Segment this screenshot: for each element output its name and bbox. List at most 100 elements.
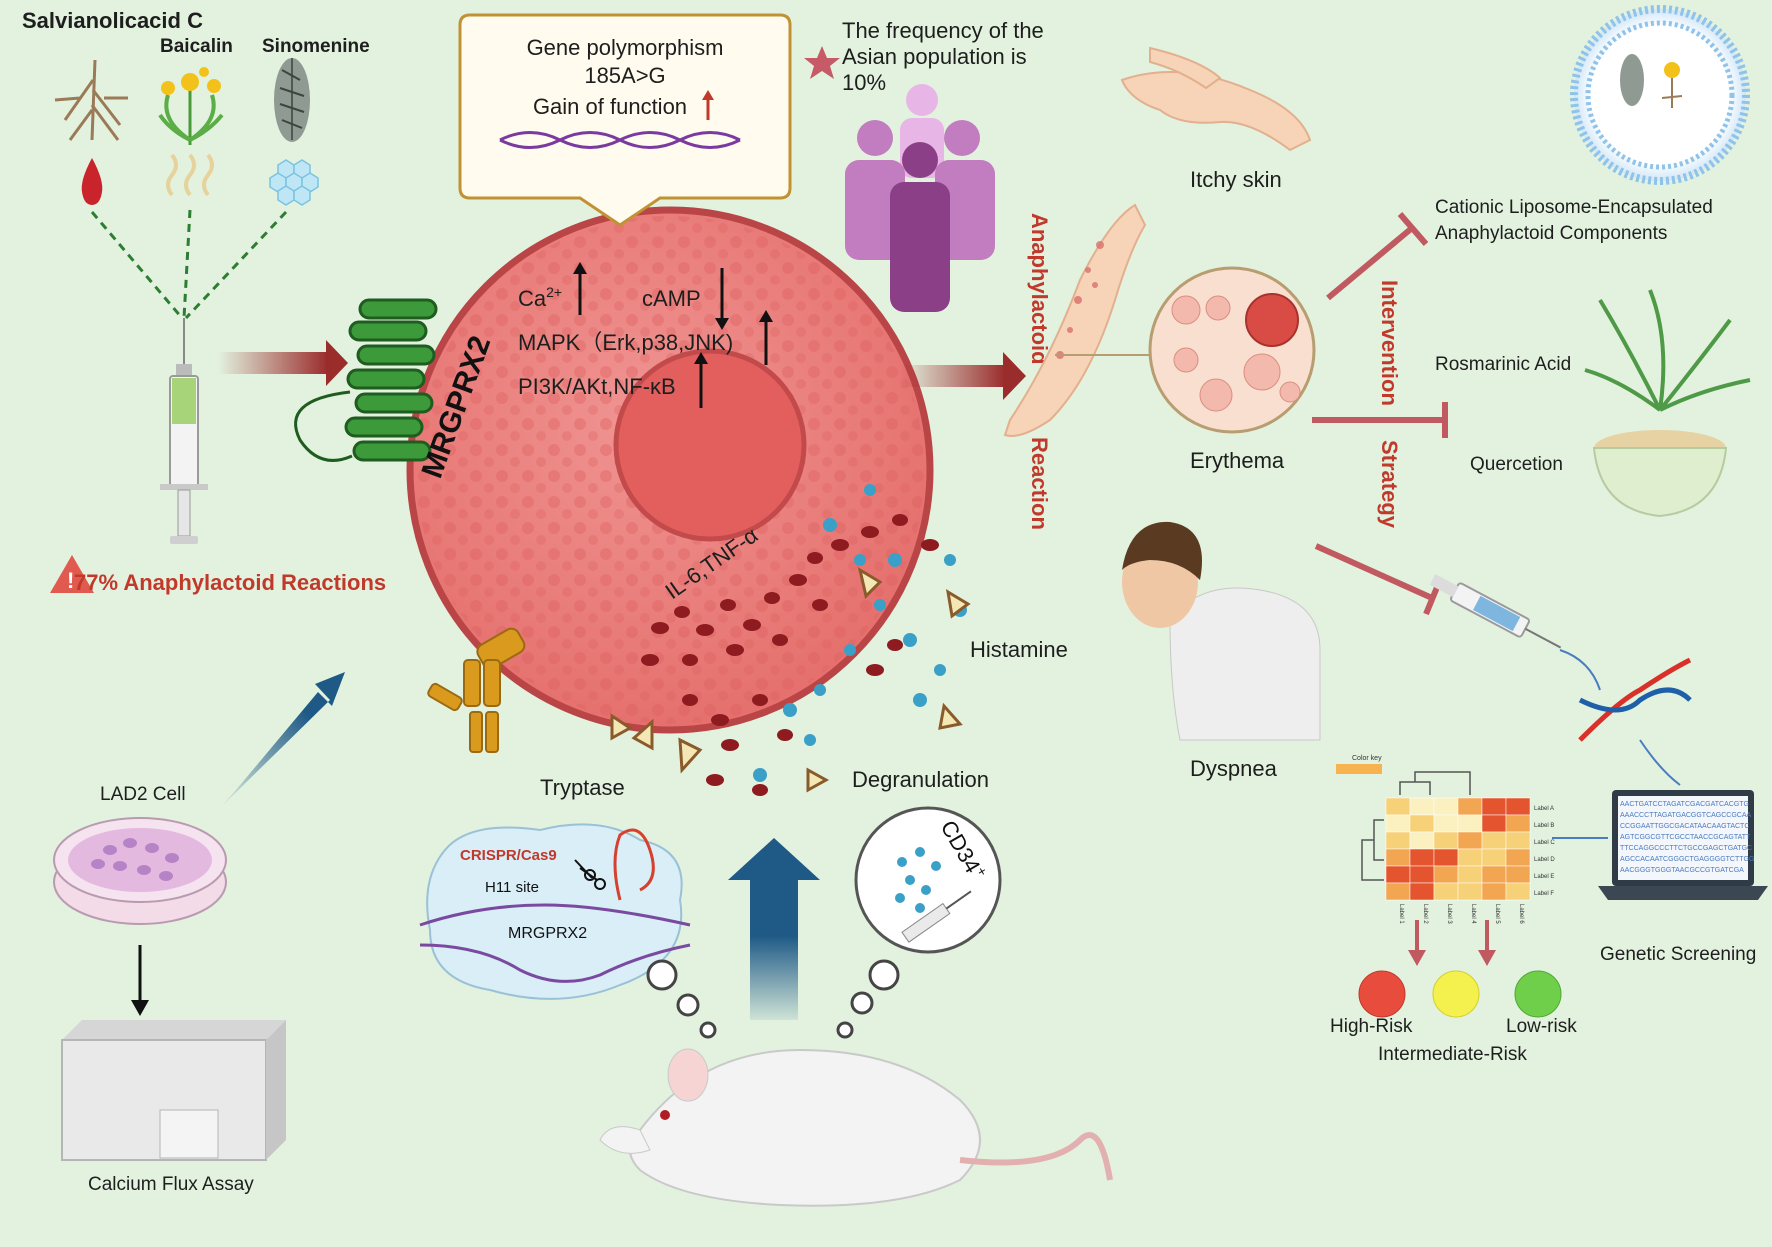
- red-arrow-left: [218, 340, 348, 386]
- dendrogram: [1361, 771, 1471, 881]
- heatmap-cell: [1481, 882, 1507, 901]
- mouse-icon: [599, 1048, 1113, 1207]
- heatmap-row-label: Label A: [1534, 806, 1554, 812]
- heatmap-cell: [1433, 865, 1459, 884]
- gof-up-arrowhead: [702, 90, 714, 100]
- blue-arrow-up: [728, 838, 820, 1020]
- low-risk-dot: [1514, 970, 1562, 1018]
- syringe-icon: [160, 318, 208, 544]
- heatmap-row-label: Label E: [1534, 874, 1554, 880]
- sequence-line-4: AGTCGGCGTTCGCCTAACCGCAGTATT: [1620, 834, 1751, 841]
- sequence-line-7: AACGGGTGGGTAACGCCGTGATCGA: [1620, 867, 1744, 874]
- lad2-label: LAD2 Cell: [100, 784, 186, 805]
- heatmap-cell: [1433, 848, 1459, 867]
- heatmap-cell: [1409, 831, 1435, 850]
- calcium-flux-machine-icon: [61, 1020, 286, 1161]
- cd34-syringe-icon: [901, 890, 972, 943]
- heatmap-col-label: Label 6: [1518, 904, 1524, 924]
- heatmap-row-label: Label D: [1534, 857, 1555, 863]
- heatmap-cell: [1433, 814, 1459, 833]
- liposome-icon: [1570, 5, 1750, 185]
- heatmap-col-label: Label 3: [1446, 904, 1452, 924]
- warning-group: ! 77% Anaphylactoid Reactions: [50, 555, 386, 595]
- warning-exclamation-glyph: !: [67, 568, 74, 593]
- herb-panel: Salvianolicacid C Baicalin Sinomenine: [22, 8, 370, 320]
- mapk-label: MAPK（Erk,p38,JNK): [518, 330, 733, 355]
- heatmap-cell: [1409, 848, 1435, 867]
- sequence-lines: AACTGATCCTAGATCGACGATCACGTG AAACCCTTAGAT…: [1620, 801, 1754, 874]
- mrgprx2-insert-label: MRGPRX2: [508, 925, 587, 942]
- heatmap-col-label: Label 4: [1470, 904, 1476, 924]
- heatmap-cell: [1409, 797, 1435, 816]
- blood-drop-icon: [81, 158, 103, 205]
- heatmap-cell: [1433, 882, 1459, 901]
- heatmap-cell: [1505, 814, 1531, 833]
- rosmarinic-label: Rosmarinic Acid: [1435, 354, 1571, 375]
- heatmap-cell: [1385, 882, 1411, 901]
- heatmap-cell: [1409, 814, 1435, 833]
- dna-helix-icon: [1578, 657, 1692, 742]
- high-risk-label: High-Risk: [1330, 1016, 1413, 1037]
- heatmap-cell: [1505, 831, 1531, 850]
- population-group: The frequency of the Asian population is…: [804, 18, 1044, 312]
- population-line-1: The frequency of the: [842, 18, 1044, 43]
- heatmap-cells: [1385, 797, 1531, 901]
- laptop-icon: AACTGATCCTAGATCGACGATCACGTG AAACCCTTAGAT…: [1598, 790, 1768, 900]
- arm-icon: [1003, 203, 1147, 437]
- histamine-label: Histamine: [970, 637, 1068, 662]
- cd34-bubble: CD34+: [854, 806, 1002, 954]
- camp-down-arrowhead: [715, 318, 729, 330]
- population-line-3: 10%: [842, 70, 886, 95]
- heatmap-cell: [1481, 831, 1507, 850]
- erythema-zoom: [1148, 266, 1316, 434]
- ca-up-arrowhead: [573, 262, 587, 274]
- warning-icon: [50, 555, 94, 593]
- lad2-down-arrowhead: [131, 1000, 149, 1016]
- heatmap-cell: [1457, 831, 1483, 850]
- heatmap-cell: [1385, 831, 1411, 850]
- quercetin-bowl-icon: [1592, 430, 1728, 518]
- injection-syringe-icon: [1429, 574, 1562, 649]
- ca-label: Ca2+: [518, 284, 562, 311]
- blue-arrow-diagonal: [218, 672, 345, 810]
- heatmap-cell: [1481, 848, 1507, 867]
- herb-label-baicalin: Baicalin: [160, 36, 233, 57]
- convergence-dashes: [90, 209, 288, 320]
- sequence-line-3: CCGGAATTGGCGACATAACAAGTACTC: [1620, 823, 1749, 830]
- h11-site-label: H11 site: [485, 879, 539, 896]
- crispr-cloud: CRISPR/Cas9 H11 site MRGPRX2: [419, 823, 691, 1000]
- gene-box-function: Gain of function: [533, 94, 687, 119]
- intermediate-risk-label: Intermediate-Risk: [1378, 1044, 1527, 1065]
- red-arrow-right: [900, 352, 1026, 400]
- heatmap-cell: [1385, 814, 1411, 833]
- reaction-word-2: Reaction: [1027, 437, 1052, 530]
- heatmap-cell: [1409, 882, 1435, 901]
- dna-strands: [419, 903, 691, 983]
- reaction-word-1: Anaphylactoid: [1027, 213, 1052, 365]
- heatmap-row-label: Label B: [1534, 823, 1554, 829]
- heatmap-cell: [1505, 865, 1531, 884]
- intermediate-risk-dot: [1432, 970, 1480, 1018]
- liposome-label-2: Anaphylactoid Components: [1435, 223, 1667, 244]
- heatmap-row-label: Label C: [1534, 840, 1555, 846]
- rosemary-plant-icon: [1584, 289, 1751, 412]
- herb-label-sinomenine: Sinomenine: [262, 36, 370, 57]
- herb-label-salvianolic: Salvianolicacid C: [22, 8, 203, 33]
- petri-dish-icon: [53, 817, 227, 925]
- high-risk-dot: [1358, 970, 1406, 1018]
- flower-icon: [158, 67, 224, 145]
- population-line-2: Asian population is: [842, 44, 1027, 69]
- pi3k-label: PI3K/AKt,NF-κB: [518, 374, 676, 399]
- inhibition-lines: [1312, 212, 1448, 616]
- pi3k-up-arrowhead: [694, 352, 708, 364]
- heatmap-cell: [1385, 865, 1411, 884]
- quercetin-label: Quercetion: [1470, 454, 1563, 475]
- heatmap-cell: [1481, 797, 1507, 816]
- heatmap-cell: [1433, 831, 1459, 850]
- low-risk-label: Low-risk: [1506, 1016, 1577, 1037]
- granules: [641, 514, 939, 796]
- heatmap-cell: [1433, 797, 1459, 816]
- itchy-hand-icon: [1120, 46, 1312, 152]
